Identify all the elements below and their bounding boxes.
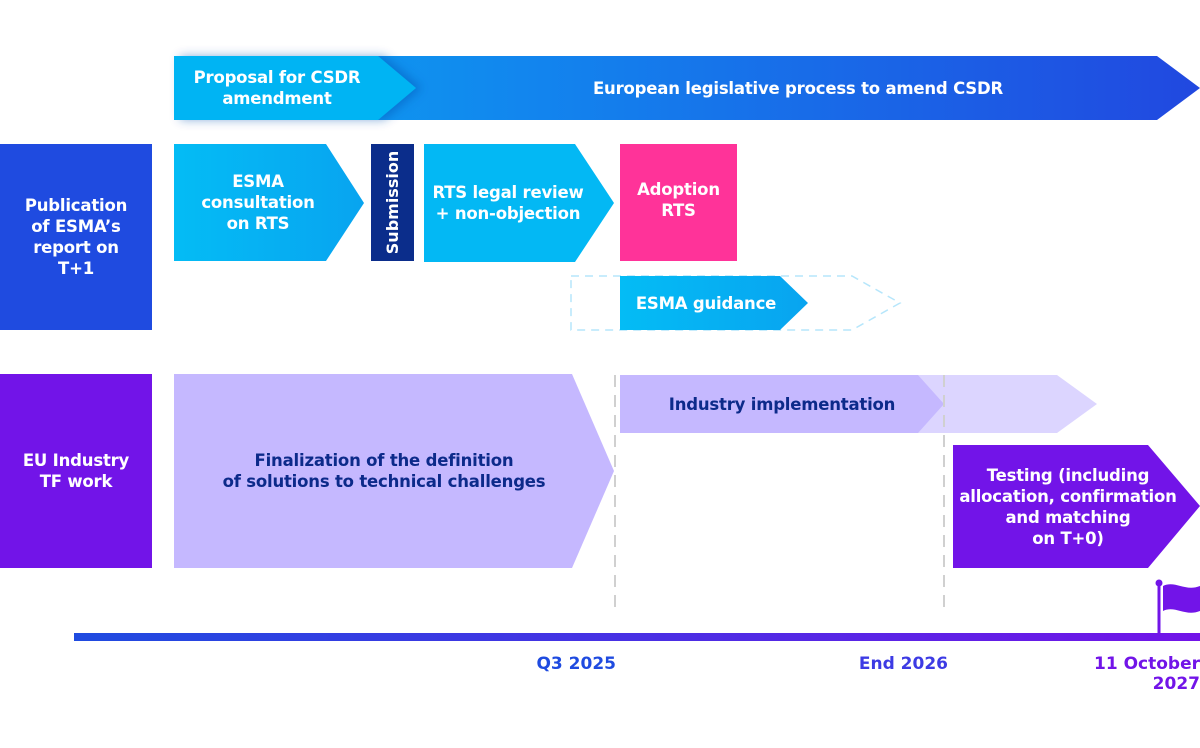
legislative-label: European legislative process to amend CS… — [592, 78, 1003, 98]
adoption-label: Adoption RTS — [637, 180, 720, 220]
implementation-extension — [918, 375, 1097, 433]
legal-review-label: RTS legal review + non-objection — [432, 183, 584, 223]
consultation-arrow — [174, 144, 364, 261]
milestone-label-oct-2027: 11 October 2027 — [1094, 654, 1200, 694]
guidance-arrow — [620, 276, 808, 330]
legislative-arrow — [174, 56, 1200, 120]
finalization-arrow — [174, 374, 614, 568]
row-box-esma — [0, 144, 152, 330]
row-label-esma: Publication of ESMA’s report on T+1 — [24, 196, 128, 278]
milestone-label-q3-2025: Q3 2025 — [536, 654, 616, 674]
submission-label: Submission — [383, 150, 402, 255]
consultation-label: ESMA consultation on RTS — [201, 172, 315, 233]
submission-label-wrap: Submission — [371, 144, 414, 261]
implementation-label: Industry implementation — [668, 394, 896, 414]
proposal-label: Proposal for CSDR amendment — [193, 68, 361, 108]
row-label-industry: EU Industry TF work — [22, 451, 130, 491]
legal-review-arrow — [424, 144, 614, 262]
timeline-bar — [74, 633, 1200, 641]
adoption-box — [620, 144, 737, 261]
testing-label: Testing (including allocation, confirmat… — [959, 465, 1177, 548]
implementation-arrow — [620, 375, 944, 433]
submission-box — [371, 144, 414, 261]
finalization-label: Finalization of the definition of soluti… — [222, 451, 546, 491]
testing-arrow — [953, 445, 1200, 568]
proposal-arrow — [174, 56, 416, 120]
row-box-industry — [0, 374, 152, 568]
milestone-label-end-2026: End 2026 — [858, 654, 948, 674]
guidance-label: ESMA guidance — [635, 293, 777, 313]
flag-icon — [1155, 579, 1200, 634]
